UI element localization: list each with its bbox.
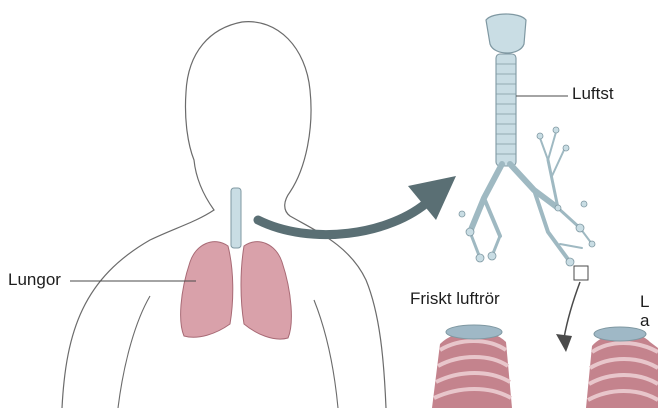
label-cut-off-right-2: a	[640, 311, 649, 331]
right-arm-line	[314, 300, 338, 408]
left-arm-line	[118, 296, 150, 408]
detail-box	[574, 266, 588, 280]
affected-bronchus-section	[586, 327, 658, 408]
curved-arrow	[258, 200, 430, 235]
bronchial-tree	[470, 132, 592, 262]
detail-arrow-head	[556, 334, 572, 352]
detail-arrow	[564, 282, 580, 338]
body-outline	[62, 22, 386, 408]
larynx	[486, 14, 526, 53]
body-trachea	[231, 188, 241, 248]
label-trachea: Luftst	[572, 84, 614, 104]
label-cut-off-right-1: L	[640, 292, 649, 312]
label-healthy-bronchus: Friskt luftrör	[410, 289, 500, 309]
trachea	[496, 54, 516, 166]
bronchial-tips	[459, 127, 595, 266]
healthy-bronchus-section	[432, 325, 512, 408]
left-lung	[181, 242, 233, 338]
label-lungs: Lungor	[8, 270, 61, 290]
right-lung	[241, 242, 291, 339]
